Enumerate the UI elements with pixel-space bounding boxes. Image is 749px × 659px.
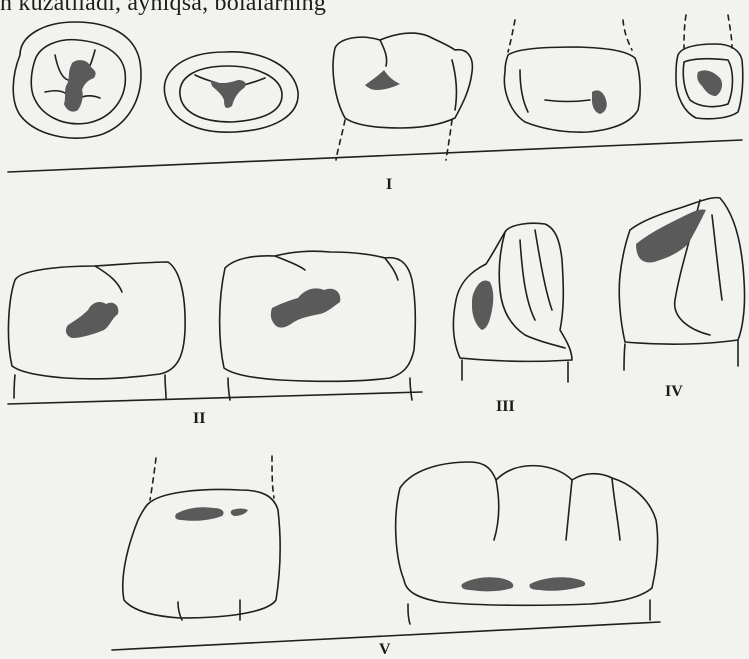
caries-mark-i-1 (64, 60, 96, 111)
tooth-i-5 (676, 15, 743, 119)
tooth-iv (619, 198, 744, 370)
tooth-v-2 (396, 462, 658, 624)
caries-mark-v-2b (529, 577, 585, 591)
tooth-i-3 (333, 33, 472, 160)
group-label-ii: II (193, 410, 205, 428)
caries-mark-i-4 (592, 90, 607, 114)
tooth-i-1 (13, 22, 141, 138)
group-ii-teeth (8, 198, 745, 404)
caries-mark-i-3 (365, 70, 400, 90)
caries-mark-v-2a (461, 577, 513, 591)
group-label-iv: IV (665, 383, 683, 401)
tooth-v-1 (123, 456, 280, 620)
tooth-iii (453, 223, 572, 382)
tooth-i-2 (164, 52, 298, 132)
group-label-iii: III (496, 398, 515, 416)
caries-mark-i-2 (210, 80, 246, 108)
caries-mark-ii-2 (271, 288, 341, 327)
baseline-i (8, 140, 742, 172)
tooth-ii-1 (8, 262, 185, 398)
baseline-ii (8, 392, 422, 404)
group-i-teeth (8, 15, 743, 172)
caries-mark-v-1a (175, 507, 223, 521)
caries-mark-iv (636, 209, 706, 262)
group-label-i: I (386, 176, 392, 194)
caries-mark-ii-1 (66, 302, 118, 338)
caries-mark-iii (472, 280, 493, 330)
tooth-i-4 (504, 20, 640, 132)
caries-mark-i-5 (697, 70, 722, 96)
caries-mark-v-1b (231, 509, 248, 517)
group-v-teeth (112, 456, 660, 650)
tooth-ii-2 (220, 251, 416, 400)
group-label-v: V (379, 641, 391, 659)
